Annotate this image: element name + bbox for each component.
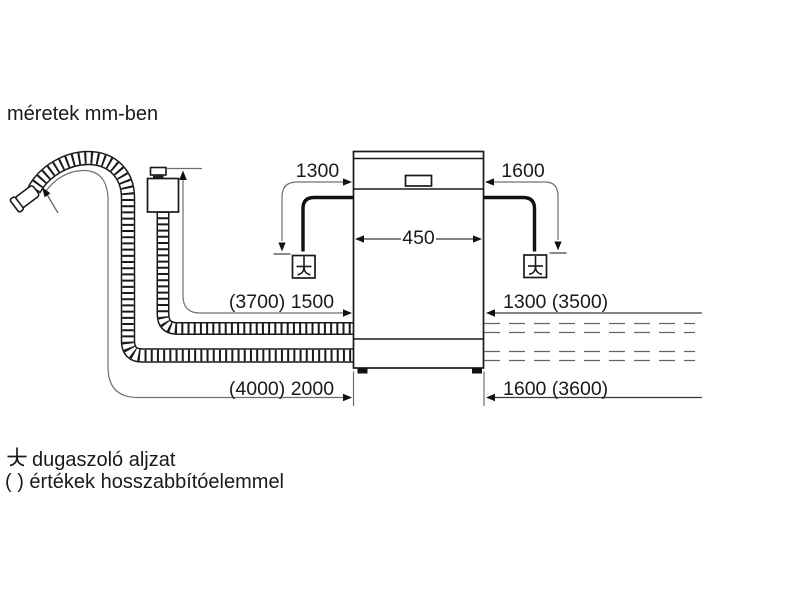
drain-hose-end-fitting — [9, 185, 40, 213]
dim-power-cord-right: 1600 — [485, 160, 567, 254]
dishwasher-foot-left — [357, 368, 368, 374]
dim-label-drain-right: 1600 (3600) — [503, 378, 608, 400]
socket-left — [291, 254, 316, 279]
dim-label-supply-right: 1300 (3500) — [503, 291, 608, 313]
legend-note: ( ) értékek hosszabbítóelemmel — [5, 471, 284, 493]
dim-label-width: 450 — [402, 227, 435, 249]
power-cord-right — [483, 195, 537, 252]
dim-label-supply-left: (3700) 1500 — [229, 291, 334, 313]
dim-label-cord-left: 1300 — [296, 160, 340, 182]
plug-socket-icon — [528, 256, 543, 276]
dim-appliance-width: 450 — [355, 227, 482, 249]
legend: dugaszoló aljzat ( ) értékek hosszabbító… — [5, 447, 284, 493]
dim-label-cord-right: 1600 — [501, 160, 545, 182]
dishwasher — [352, 150, 485, 374]
dim-supply-hose-left: (3700) 1500 — [167, 167, 352, 317]
supply-hose — [156, 211, 354, 335]
legend-socket-label: dugaszoló aljzat — [32, 449, 176, 471]
dim-drain-hose-left: (4000) 2000 — [229, 378, 352, 402]
socket-right — [523, 254, 548, 279]
hose-outlet-pointer-arrow — [42, 187, 59, 214]
door-handle — [404, 174, 433, 187]
supply-hose-core — [158, 211, 354, 334]
dim-power-cord-left: 1300 — [273, 160, 352, 255]
drain-hose — [9, 150, 354, 399]
dim-supply-hose-right: 1300 (3500) — [486, 291, 702, 317]
power-cord-left — [301, 195, 354, 252]
page-title: méretek mm-ben — [7, 103, 158, 125]
aquastop-collar — [153, 175, 164, 179]
aquastop-body — [146, 177, 180, 213]
aquastop-valve — [146, 166, 180, 213]
aquastop-cap — [149, 166, 167, 176]
dishwasher-body — [352, 150, 485, 369]
drain-hose-leader-line — [43, 169, 344, 399]
legend-socket-icon — [7, 447, 27, 467]
hose-continuation-dashed — [484, 322, 695, 362]
plug-socket-icon — [296, 256, 312, 276]
dim-drain-hose-right: 1600 (3600) — [486, 378, 702, 402]
dim-label-drain-left: (4000) 2000 — [229, 378, 334, 400]
dishwasher-foot-right — [472, 368, 482, 374]
drain-hose-ribs — [28, 152, 354, 362]
